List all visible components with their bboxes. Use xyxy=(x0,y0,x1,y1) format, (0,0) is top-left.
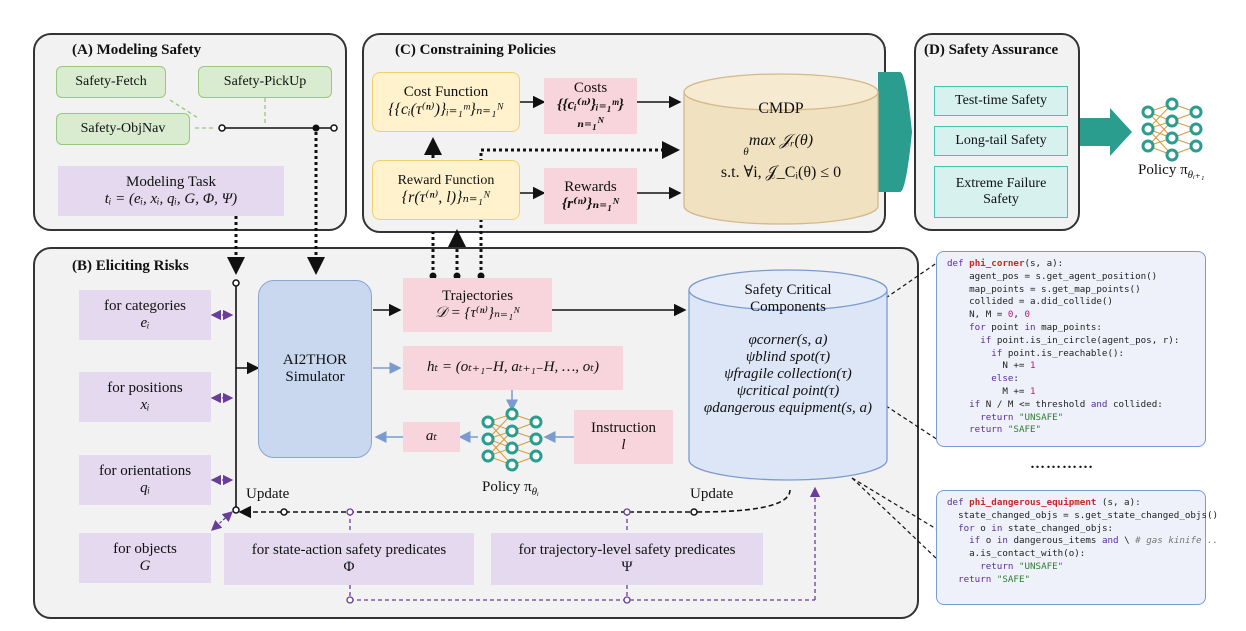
reward-function-box: Reward Function {r(τ⁽ⁿ⁾, l)}ₙ₌₁ᴺ xyxy=(372,160,520,220)
modeling-task-box: Modeling Task tᵢ = (eᵢ, xᵢ, qᵢ, G, Φ, Ψ) xyxy=(58,166,284,216)
task-safety-fetch: Safety-Fetch xyxy=(56,66,166,98)
action-box: aₜ xyxy=(403,422,460,452)
test-time-safety: Test-time Safety xyxy=(934,86,1068,116)
costs-label: Costs xyxy=(573,80,608,97)
costs-box: Costs {{cᵢ⁽ⁿ⁾}ᵢ₌₁ᵐ}ₙ₌₁ᴺ xyxy=(544,78,637,134)
component-corner: φcorner(s, a) xyxy=(748,332,828,348)
panel-title-d: (D) Safety Assurance xyxy=(924,42,1059,58)
cmdp-objective-sub: θ xyxy=(743,146,749,158)
panel-title-c: (C) Constraining Policies xyxy=(395,42,556,58)
cost-function-label: Cost Function xyxy=(403,84,489,101)
rewards-box: Rewards {r⁽ⁿ⁾}ₙ₌₁ᴺ xyxy=(544,168,637,224)
long-tail-safety: Long-tail Safety xyxy=(934,126,1068,156)
policy-label-b: Policy πθᵢ xyxy=(482,479,539,498)
task-relation-arrows xyxy=(169,98,266,129)
factor-categories: for categories eᵢ xyxy=(79,290,211,340)
policy-sub-b: θᵢ xyxy=(531,486,539,498)
modeling-task-formula: tᵢ = (eᵢ, xᵢ, qᵢ, G, Φ, Ψ) xyxy=(104,191,238,207)
cmdp-content: CMDP max 𝒥ᵣ(θ) θ s.t. ∀i, 𝒥_Cᵢ(θ) ≤ 0 xyxy=(684,100,878,182)
trajectories-box: Trajectories 𝒟 = {τ⁽ⁿ⁾}ₙ₌₁ᴺ xyxy=(403,278,552,332)
component-critical-point: ψcritical point(τ) xyxy=(736,383,840,399)
rewards-label: Rewards xyxy=(564,178,617,195)
trajectories-formula: 𝒟 = {τ⁽ⁿ⁾}ₙ₌₁ᴺ xyxy=(434,305,521,321)
code-ellipsis: ………… xyxy=(1030,456,1094,472)
task-safety-pickup: Safety-PickUp xyxy=(198,66,332,98)
cost-function-box: Cost Function {{cᵢ(τ⁽ⁿ⁾)}ᵢ₌₁ᵐ}ₙ₌₁ᴺ xyxy=(372,72,520,132)
policy-label-d: Policy πθᵢ₊₁ xyxy=(1138,162,1205,181)
reward-function-formula: {r(τ⁽ⁿ⁾, l)}ₙ₌₁ᴺ xyxy=(401,188,491,206)
update-label-left: Update xyxy=(246,486,290,502)
components-content: Safety Critical Components φcorner(s, a)… xyxy=(689,282,887,417)
ai2thor-simulator: AI2THOR Simulator xyxy=(258,280,372,458)
code-phi-dangerous-equipment: def phi_dangerous_equipment (s, a): stat… xyxy=(936,490,1218,605)
reward-function-label: Reward Function xyxy=(397,172,495,188)
component-fragile-collection: ψfragile collection(τ) xyxy=(724,366,852,382)
panel-title-b: (B) Eliciting Risks xyxy=(72,258,189,274)
extreme-failure-safety: Extreme Failure Safety xyxy=(934,166,1068,218)
rewards-formula: {r⁽ⁿ⁾}ₙ₌₁ᴺ xyxy=(561,196,620,212)
factor-positions: for positions xᵢ xyxy=(79,372,211,422)
factor-orientations: for orientations qᵢ xyxy=(79,455,211,505)
predicate-trajectory-level: for trajectory-level safety predicates Ψ xyxy=(491,533,763,585)
cmdp-title: CMDP xyxy=(758,100,804,117)
policy-sub-d: θᵢ₊₁ xyxy=(1187,169,1205,181)
code-phi-corner: def phi_corner(s, a): agent_pos = s.get_… xyxy=(936,251,1206,447)
component-dangerous-equipment: φdangerous equipment(s, a) xyxy=(703,400,873,416)
component-blind-spot: ψblind spot(τ) xyxy=(745,349,831,365)
predicate-state-action: for state-action safety predicates Φ xyxy=(224,533,474,585)
cmdp-constraint: s.t. ∀i, 𝒥_Cᵢ(θ) ≤ 0 xyxy=(720,164,842,181)
instruction-box: Instruction l xyxy=(574,410,673,464)
modeling-task-label: Modeling Task xyxy=(126,173,216,190)
cmdp-objective: max 𝒥ᵣ(θ) xyxy=(748,132,814,149)
history-box: hₜ = (oₜ₊₁₋H, aₜ₊₁₋H, …, oₜ) xyxy=(403,346,623,390)
update-label-right: Update xyxy=(690,486,734,502)
cmdp-to-assurance-arrow xyxy=(878,72,912,192)
factor-objects: for objects G xyxy=(79,533,211,583)
task-safety-objnav: Safety-ObjNav xyxy=(56,113,190,145)
cost-function-formula: {{cᵢ(τ⁽ⁿ⁾)}ᵢ₌₁ᵐ}ₙ₌₁ᴺ xyxy=(388,101,504,119)
costs-formula: {{cᵢ⁽ⁿ⁾}ᵢ₌₁ᵐ}ₙ₌₁ᴺ xyxy=(557,97,624,131)
panel-title-a: (A) Modeling Safety xyxy=(72,42,202,58)
components-title: Safety Critical Components xyxy=(744,282,832,315)
assurance-to-policy-arrow xyxy=(1080,108,1132,156)
